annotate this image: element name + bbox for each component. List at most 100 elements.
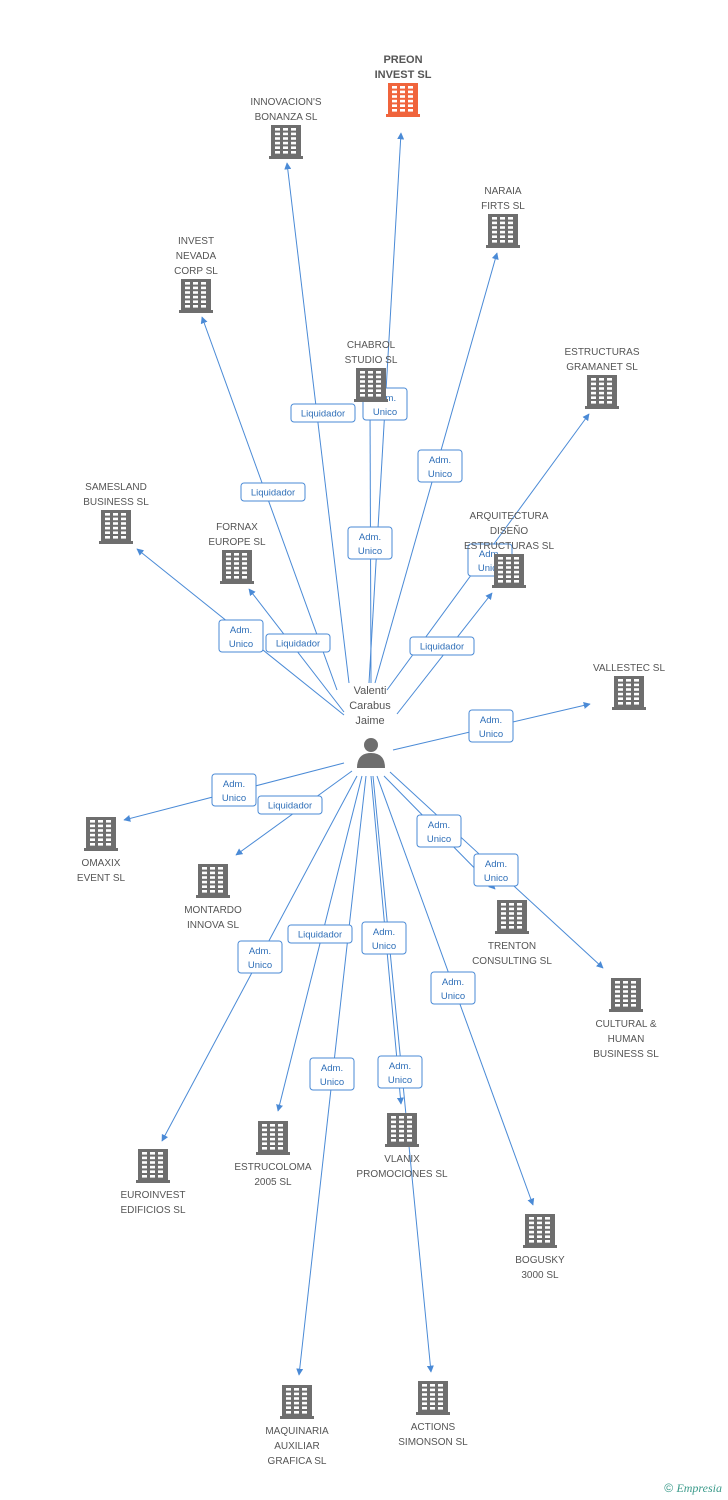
edge-invest-nevada	[200, 316, 338, 691]
company-name: VLANIX	[384, 1154, 420, 1165]
edge-label-text: Liquidador	[276, 639, 320, 650]
edge-label-box	[468, 709, 514, 743]
edge-label-actions[interactable]: Adm.Unico	[377, 1055, 423, 1089]
edge-label-montardo[interactable]: Liquidador	[257, 795, 323, 815]
edge-label-arquitectura[interactable]: Liquidador	[409, 636, 475, 656]
company-name: FORNAX	[216, 522, 258, 533]
edge-label-box	[240, 482, 306, 502]
edge-label-text: Adm.	[249, 946, 271, 957]
company-name: ACTIONS	[411, 1422, 456, 1433]
edge-label-euroinvest[interactable]: Adm. Unico	[237, 940, 283, 974]
edge-label-text: Adm.	[321, 1063, 343, 1074]
company-node-preon[interactable]: PREON INVEST SL	[375, 54, 432, 117]
building-icon	[416, 1381, 450, 1415]
edge-label-chabrol[interactable]: Adm.Unico	[347, 526, 393, 560]
edge-label-box	[430, 971, 476, 1005]
company-name: CULTURAL &	[595, 1019, 656, 1030]
edge-label-trenton[interactable]: Adm.Unico	[416, 814, 462, 848]
company-name: INVEST	[178, 236, 214, 247]
building-icon	[269, 125, 303, 159]
building-icon	[99, 510, 133, 544]
edge-label-text: Unico	[229, 639, 253, 650]
person-icon	[357, 738, 385, 768]
company-node-estrucoloma[interactable]: ESTRUCOLOMA 2005 SL	[234, 1121, 312, 1188]
edge-label-naraia[interactable]: Adm. Unico	[417, 449, 463, 483]
company-name: ESTRUCTURAS	[564, 347, 639, 358]
edge-label-box	[361, 921, 407, 955]
edge-label-box	[218, 619, 264, 653]
edge-label-cultural[interactable]: Adm. Unico	[473, 853, 519, 887]
building-icon	[386, 83, 420, 117]
edge-label-samesland[interactable]: Adm.Unico	[218, 619, 264, 653]
company-name: AUXILIAR	[274, 1441, 320, 1452]
edge-label-text: Unico	[428, 469, 452, 480]
edge-label-fornax[interactable]: Liquidador	[265, 633, 331, 653]
edge-label-text: Adm.	[429, 455, 451, 466]
edge-label-text: Adm.	[359, 532, 381, 543]
company-name: BUSINESS SL	[83, 497, 149, 508]
company-name: NEVADA	[176, 251, 217, 262]
edge-label-innovacions[interactable]: Liquidador	[290, 403, 356, 423]
edge-label-box	[416, 814, 462, 848]
company-name: INVEST SL	[375, 69, 432, 81]
edge-label-vlanix[interactable]: Adm.Unico	[361, 921, 407, 955]
company-node-vallestec[interactable]: VALLESTEC SL	[593, 663, 666, 710]
building-icon	[220, 550, 254, 584]
edge-label-text: Liquidador	[268, 801, 312, 812]
edge-label-vallestec[interactable]: Adm.Unico	[468, 709, 514, 743]
company-node-samesland[interactable]: SAMESLAND BUSINESS SL	[83, 482, 149, 544]
edge-label-text: Unico	[248, 960, 272, 971]
edge-label-omaxix[interactable]: Adm.Unico	[211, 773, 257, 807]
company-name: SIMONSON SL	[398, 1437, 468, 1448]
company-node-actions[interactable]: ACTIONS SIMONSON SL	[398, 1381, 468, 1448]
person-name: Carabus	[349, 700, 391, 712]
edge-label-text: Unico	[427, 834, 451, 845]
company-name: BUSINESS SL	[593, 1049, 659, 1060]
edge-label-bogusky[interactable]: Adm.Unico	[430, 971, 476, 1005]
edge-label-text: Unico	[478, 563, 502, 574]
company-name: 2005 SL	[254, 1177, 292, 1188]
edge-label-box	[287, 924, 353, 944]
edge-label-text: Adm.	[485, 859, 507, 870]
company-name: EVENT SL	[77, 873, 126, 884]
edge-label-estrucoloma[interactable]: Liquidador	[287, 924, 353, 944]
company-name: ARQUITECTURA	[470, 511, 549, 522]
company-name: BOGUSKY	[515, 1255, 565, 1266]
company-node-bogusky[interactable]: BOGUSKY 3000 SL	[515, 1214, 565, 1281]
company-name: 3000 SL	[521, 1270, 559, 1281]
company-name: INNOVACION'S	[250, 97, 322, 108]
person-name: Jaime	[355, 715, 384, 727]
company-name: PREON	[383, 54, 422, 66]
edge-label-box	[377, 1055, 423, 1089]
edge-label-text: Unico	[484, 873, 508, 884]
empresia-watermark[interactable]: © Empresia	[664, 1481, 722, 1496]
edge-label-box	[409, 636, 475, 656]
edge-label-box	[211, 773, 257, 807]
building-icon	[196, 864, 230, 898]
company-name: SAMESLAND	[85, 482, 147, 493]
edge-label-text: Unico	[372, 941, 396, 952]
company-name: ESTRUCOLOMA	[234, 1162, 312, 1173]
edge-label-text: Unico	[388, 1075, 412, 1086]
building-icon	[609, 978, 643, 1012]
edge-label-text: Unico	[441, 991, 465, 1002]
edge-label-maquinaria[interactable]: Adm.Unico	[309, 1057, 355, 1091]
company-name: MONTARDO	[184, 905, 242, 916]
edge-label-invest-nevada[interactable]: Liquidador	[240, 482, 306, 502]
